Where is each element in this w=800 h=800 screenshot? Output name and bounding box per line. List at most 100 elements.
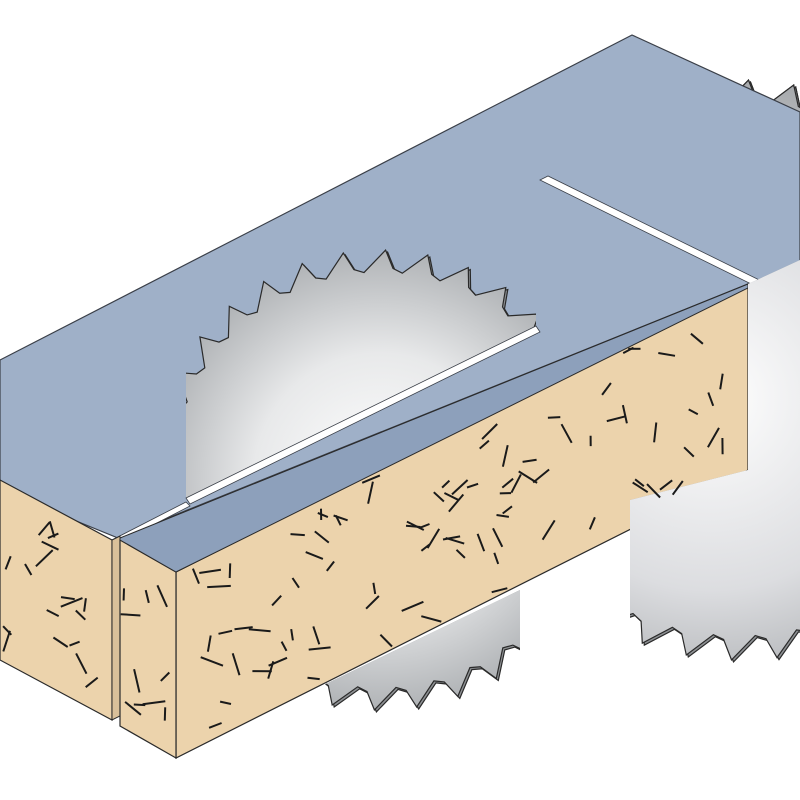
fibre-mark	[621, 404, 628, 424]
fibre-mark	[307, 676, 320, 681]
fibre-mark	[4, 555, 12, 570]
fibre-mark	[305, 551, 324, 560]
fibre-mark	[455, 549, 466, 559]
fibre-mark	[632, 481, 649, 494]
fibre-mark	[124, 701, 142, 716]
fibre-mark	[532, 468, 550, 484]
fibre-mark	[290, 628, 294, 641]
fibre-mark	[218, 629, 233, 635]
fibre-mark	[199, 568, 222, 574]
fibre-mark	[658, 352, 676, 357]
fibre-mark	[231, 653, 241, 676]
fibre-mark	[207, 584, 231, 589]
fibre-mark	[379, 633, 393, 648]
fibre-mark	[690, 332, 704, 345]
fibre-mark	[634, 478, 645, 487]
fibre-mark	[280, 641, 288, 652]
fibre-mark	[156, 584, 168, 608]
fibre-mark	[451, 479, 469, 496]
fibre-mark	[24, 563, 33, 576]
fibre-mark	[2, 630, 11, 652]
fibre-mark	[406, 520, 425, 531]
fibre-mark	[493, 552, 500, 565]
fibre-mark	[206, 635, 212, 652]
fibre-mark	[547, 416, 561, 419]
fibre-mark	[445, 536, 465, 545]
fibre-mark	[326, 560, 335, 572]
fibre-mark	[501, 444, 509, 467]
fibre-mark	[35, 549, 54, 568]
fibre-mark	[200, 656, 224, 667]
fibre-mark	[688, 408, 699, 416]
fibre-mark	[601, 382, 612, 396]
fibre-mark	[441, 479, 451, 489]
fibre-mark	[501, 477, 514, 489]
fibre-mark	[69, 640, 80, 647]
fibre-mark	[476, 533, 486, 552]
fibre-mark	[2, 625, 13, 636]
fibre-mark	[653, 422, 658, 443]
fibre-mark	[481, 423, 498, 440]
fibre-mark	[421, 615, 442, 623]
chipboard-fibres	[2, 332, 724, 729]
fibre-mark	[541, 519, 556, 541]
fibre-mark	[133, 668, 141, 693]
fibre-mark	[707, 427, 720, 448]
fibre-mark	[52, 636, 69, 648]
fibre-mark	[60, 596, 75, 601]
fibre-mark	[47, 532, 59, 540]
fibre-mark	[228, 563, 232, 579]
fibre-mark	[646, 483, 661, 499]
fibre-mark	[492, 527, 504, 548]
fibre-mark	[120, 613, 141, 617]
fibre-mark	[60, 597, 83, 608]
fibre-mark	[41, 540, 59, 551]
fibre-mark	[268, 656, 288, 667]
blade-slot-front	[185, 325, 541, 505]
fibre-mark	[671, 480, 684, 496]
fibre-mark	[401, 600, 424, 612]
kerf-side	[111, 535, 121, 721]
fibre-mark	[659, 479, 673, 491]
fibre-mark	[606, 415, 626, 423]
blade-slot-back	[539, 175, 800, 309]
fibre-mark	[448, 493, 465, 513]
fibre-mark	[191, 568, 200, 584]
fibre-mark	[208, 722, 222, 729]
fibre-mark	[75, 609, 86, 621]
fibre-mark	[719, 373, 724, 390]
fibre-mark	[144, 589, 150, 604]
fibre-mark	[314, 530, 330, 544]
fibre-mark	[479, 439, 490, 450]
fibre-mark	[502, 505, 513, 515]
fibre-mark	[160, 671, 171, 682]
top-edge-strip	[119, 283, 749, 573]
fibre-mark	[367, 481, 374, 504]
fibre-mark	[219, 700, 232, 705]
fibre-mark	[683, 446, 695, 458]
fibre-mark	[234, 626, 253, 631]
fibre-mark	[361, 474, 381, 484]
fibre-mark	[420, 543, 431, 552]
fibre-mark	[308, 646, 331, 651]
fibre-mark	[37, 521, 51, 536]
fibre-mark	[443, 492, 459, 501]
fibre-mark	[333, 514, 348, 522]
fibre-mark	[271, 595, 282, 607]
fibre-mark	[85, 676, 99, 688]
fibre-mark	[560, 423, 573, 444]
fibre-mark	[142, 700, 166, 706]
fibre-mark	[290, 533, 305, 537]
fibre-mark	[312, 626, 321, 645]
chipboard-core-end	[119, 538, 177, 760]
fibre-mark	[365, 595, 380, 610]
fibre-mark	[372, 582, 377, 595]
fibre-mark	[622, 346, 634, 354]
fibre-mark	[707, 392, 715, 407]
fibre-mark	[418, 523, 430, 530]
fibre-mark	[75, 652, 88, 675]
fibre-mark	[496, 514, 510, 518]
fibre-mark	[83, 598, 87, 612]
